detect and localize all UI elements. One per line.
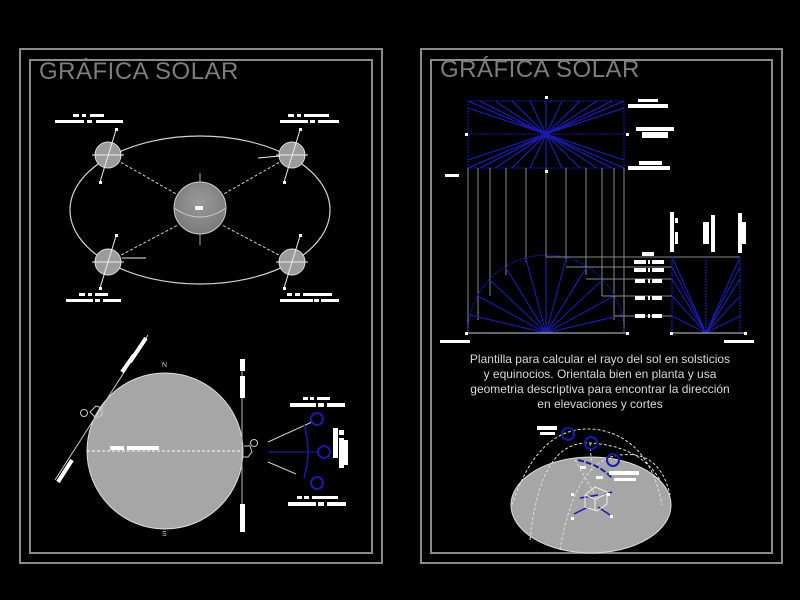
season-labels [55,114,339,302]
solar-plan-template [440,96,754,343]
caption-line-3: geometria descriptiva para encontrar la … [470,382,730,396]
caption-line-4: en elevaciones y cortes [537,397,663,411]
right-sheet-title: GRÁFICA SOLAR [440,56,640,83]
instruction-caption: Plantilla para calcular el rayo del sol … [440,352,760,412]
left-sheet-title: GRÁFICA SOLAR [39,58,239,85]
compass-south-label: S [162,531,167,538]
left-sheet-outer-frame [19,48,383,564]
sun-position-icon [561,427,620,467]
sun-icon [310,412,331,490]
earth-orbit-diagram [55,114,339,302]
compass-north-label: N [162,362,168,369]
caption-line-2: y equinocios. Orientala bien en planta y… [483,367,717,381]
right-sheet-outer-frame [420,48,783,564]
sun-globe-icon [173,173,227,245]
left-sheet-inner-frame [29,59,373,554]
sun-path-dome-diagram [510,426,672,554]
caption-line-1: Plantilla para calcular el rayo del sol … [469,352,731,366]
earth-section-diagram [54,334,348,532]
